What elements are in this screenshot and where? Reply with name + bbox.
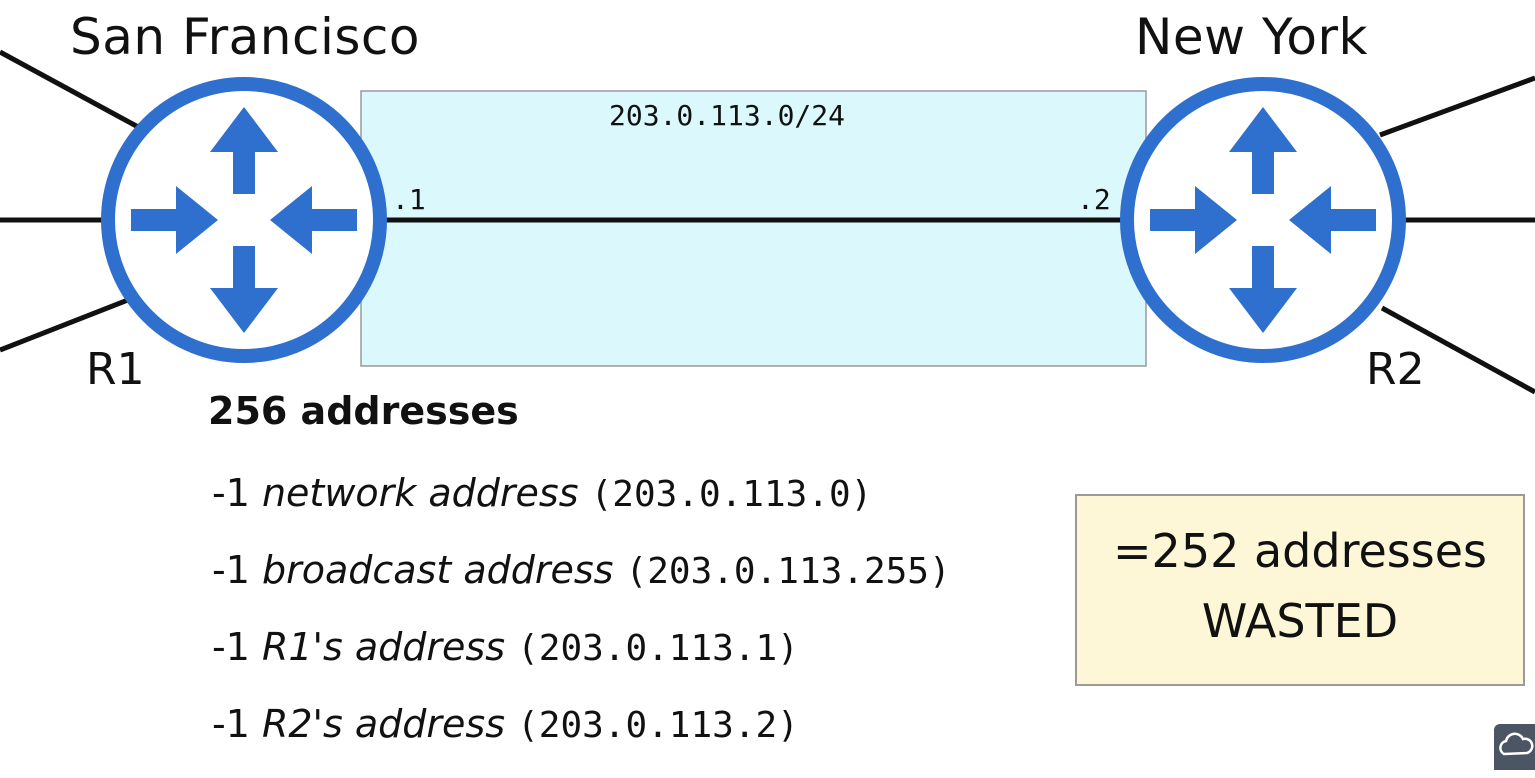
cloud-icon (1499, 732, 1534, 756)
deduction-broadcast: -1 broadcast address (203.0.113.255) (212, 547, 951, 624)
site-label-san-francisco: San Francisco (70, 8, 420, 66)
deduction-desc: network address (261, 471, 579, 515)
deduction-desc: R2's address (261, 702, 505, 746)
r1-link-lower (0, 297, 129, 353)
deduction-prefix: -1 (212, 625, 262, 669)
deduction-addr: (203.0.113.1) (517, 628, 799, 669)
r1-interface-label: .1 (392, 183, 426, 216)
deduction-list: -1 network address (203.0.113.0) -1 broa… (212, 470, 951, 778)
r2-router-icon (1120, 77, 1406, 363)
r2-label: R2 (1366, 344, 1425, 395)
deduction-prefix: -1 (212, 702, 262, 746)
wasted-result-box: =252 addresses WASTED (1075, 494, 1525, 686)
wasted-count: =252 addresses (1113, 524, 1487, 578)
deduction-prefix: -1 (212, 471, 262, 515)
r2-link-upper (1379, 75, 1535, 138)
deduction-addr: (203.0.113.2) (517, 705, 799, 746)
r1-link-upper (0, 49, 142, 131)
deduction-addr: (203.0.113.0) (590, 474, 873, 515)
channel-logo[interactable] (1494, 724, 1535, 770)
deduction-network: -1 network address (203.0.113.0) (212, 470, 951, 547)
deduction-desc: broadcast address (261, 548, 614, 592)
r2-interface-label: .2 (1077, 183, 1111, 216)
subnet-label: 203.0.113.0/24 (609, 99, 846, 132)
deduction-desc: R1's address (261, 625, 505, 669)
r2-link-lower (1380, 305, 1535, 395)
deduction-r2: -1 R2's address (203.0.113.2) (212, 701, 951, 778)
total-addresses: 256 addresses (208, 389, 519, 433)
subnet-area (360, 90, 1147, 367)
deduction-addr: (203.0.113.255) (625, 551, 951, 592)
r1-router-icon (101, 77, 387, 363)
r1-label: R1 (86, 344, 145, 395)
deduction-prefix: -1 (212, 548, 262, 592)
deduction-r1: -1 R1's address (203.0.113.1) (212, 624, 951, 701)
site-label-new-york: New York (1135, 8, 1368, 66)
wasted-label: WASTED (1201, 594, 1399, 648)
